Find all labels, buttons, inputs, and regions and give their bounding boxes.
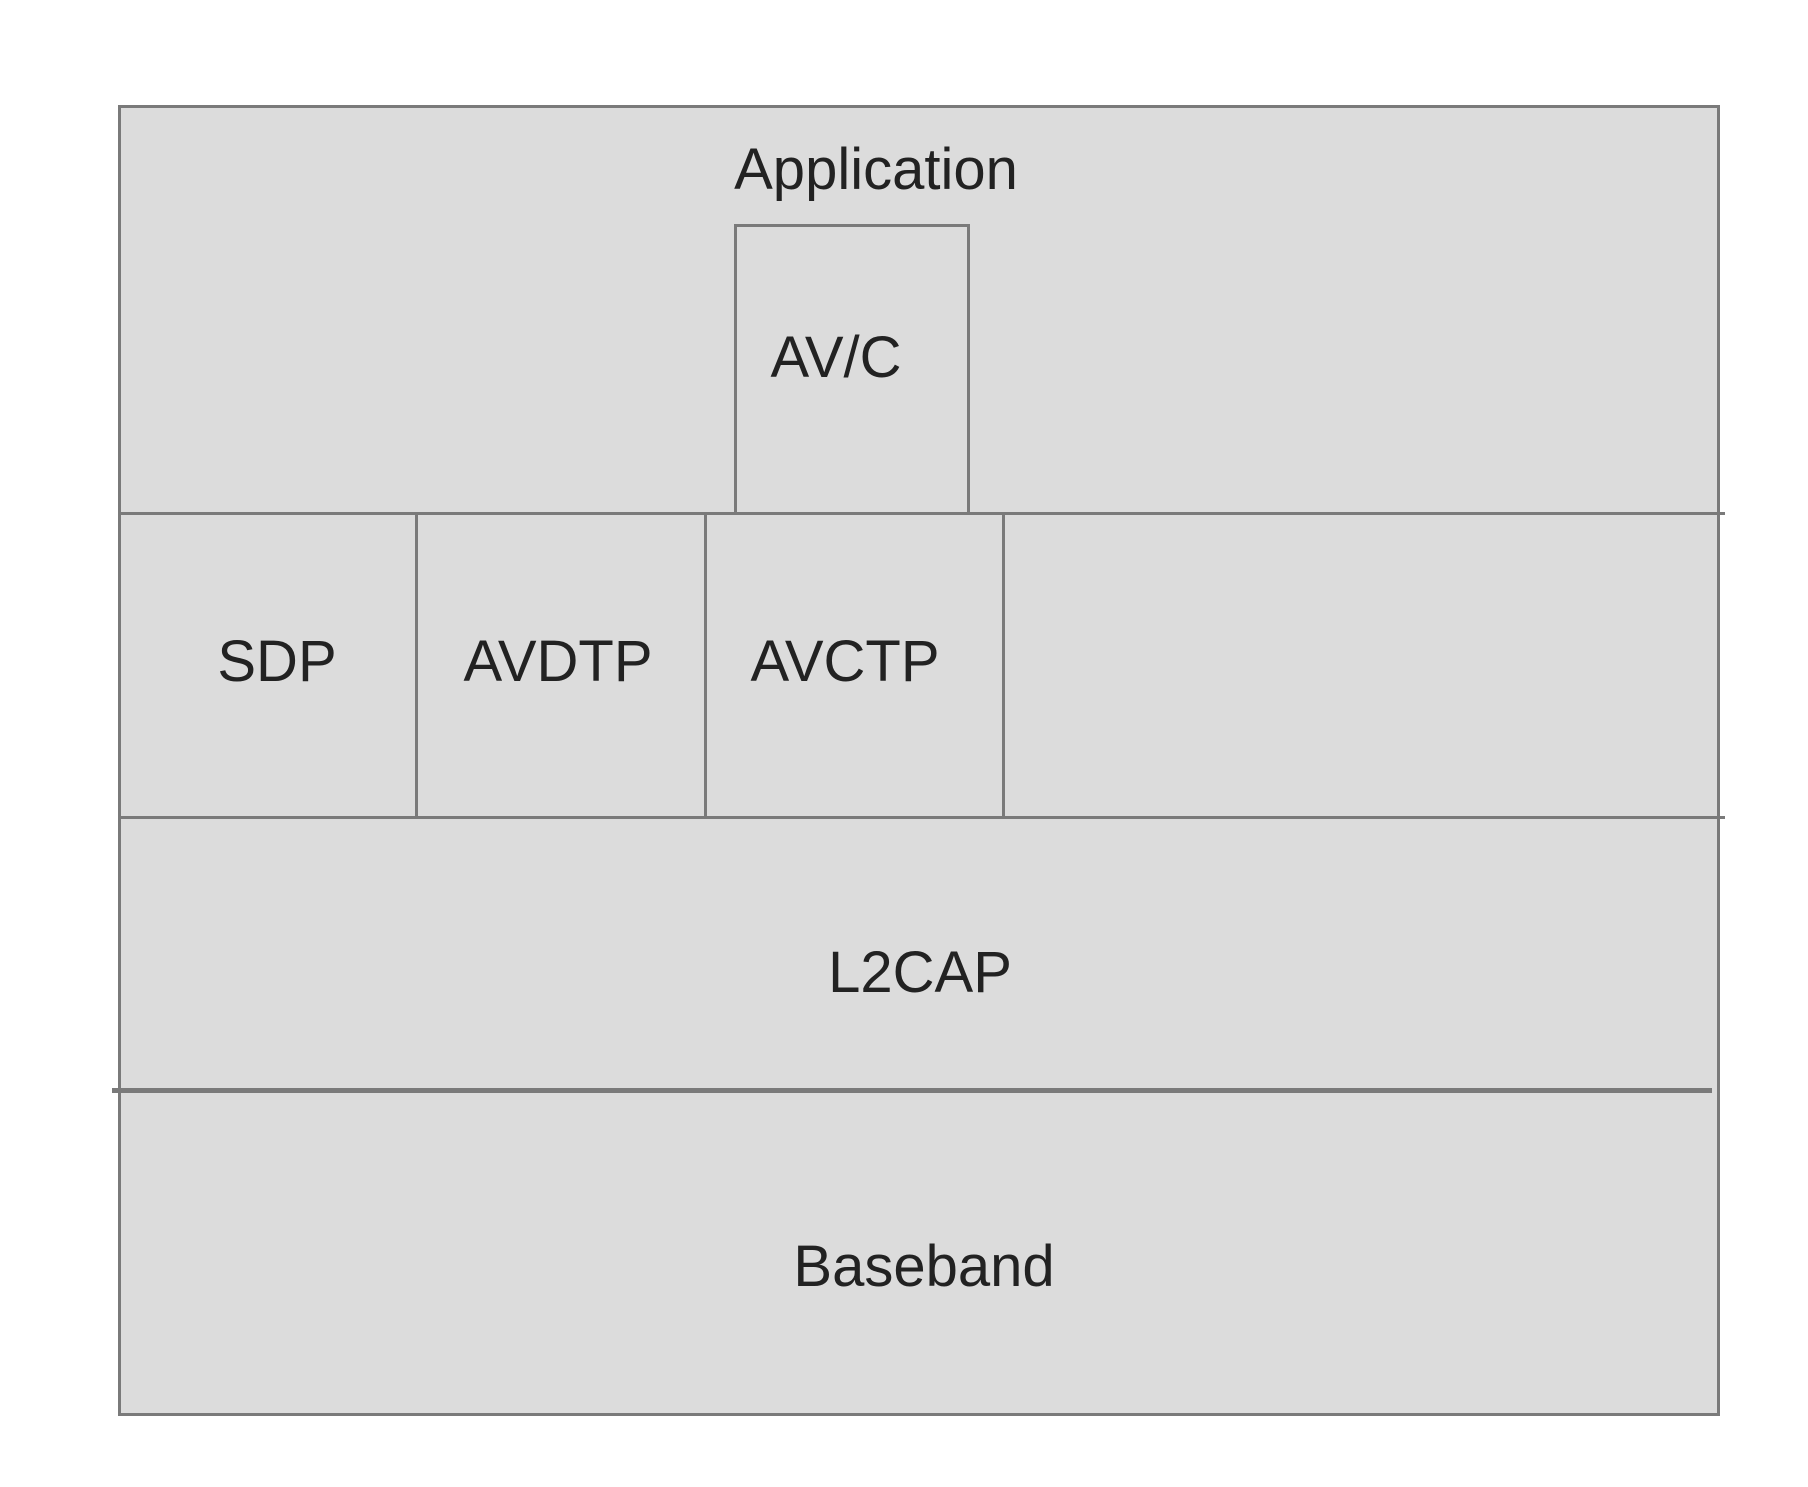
avctp-label: AVCTP (750, 629, 940, 694)
l2cap-label: L2CAP (828, 940, 1012, 1005)
avc-box (734, 224, 970, 514)
divider-application-middle (121, 512, 1725, 515)
baseband-label: Baseband (793, 1234, 1055, 1299)
avc-label: AV/C (770, 325, 902, 390)
divider-middle-l2cap (121, 816, 1725, 819)
application-layer-label: Application (734, 137, 1018, 202)
divider-sdp-avdtp (415, 514, 418, 819)
avdtp-label: AVDTP (463, 629, 653, 694)
divider-avdtp-avctp (704, 514, 707, 819)
sdp-label: SDP (217, 629, 337, 694)
divider-avctp-right (1002, 514, 1005, 819)
divider-l2cap-baseband (112, 1088, 1712, 1093)
